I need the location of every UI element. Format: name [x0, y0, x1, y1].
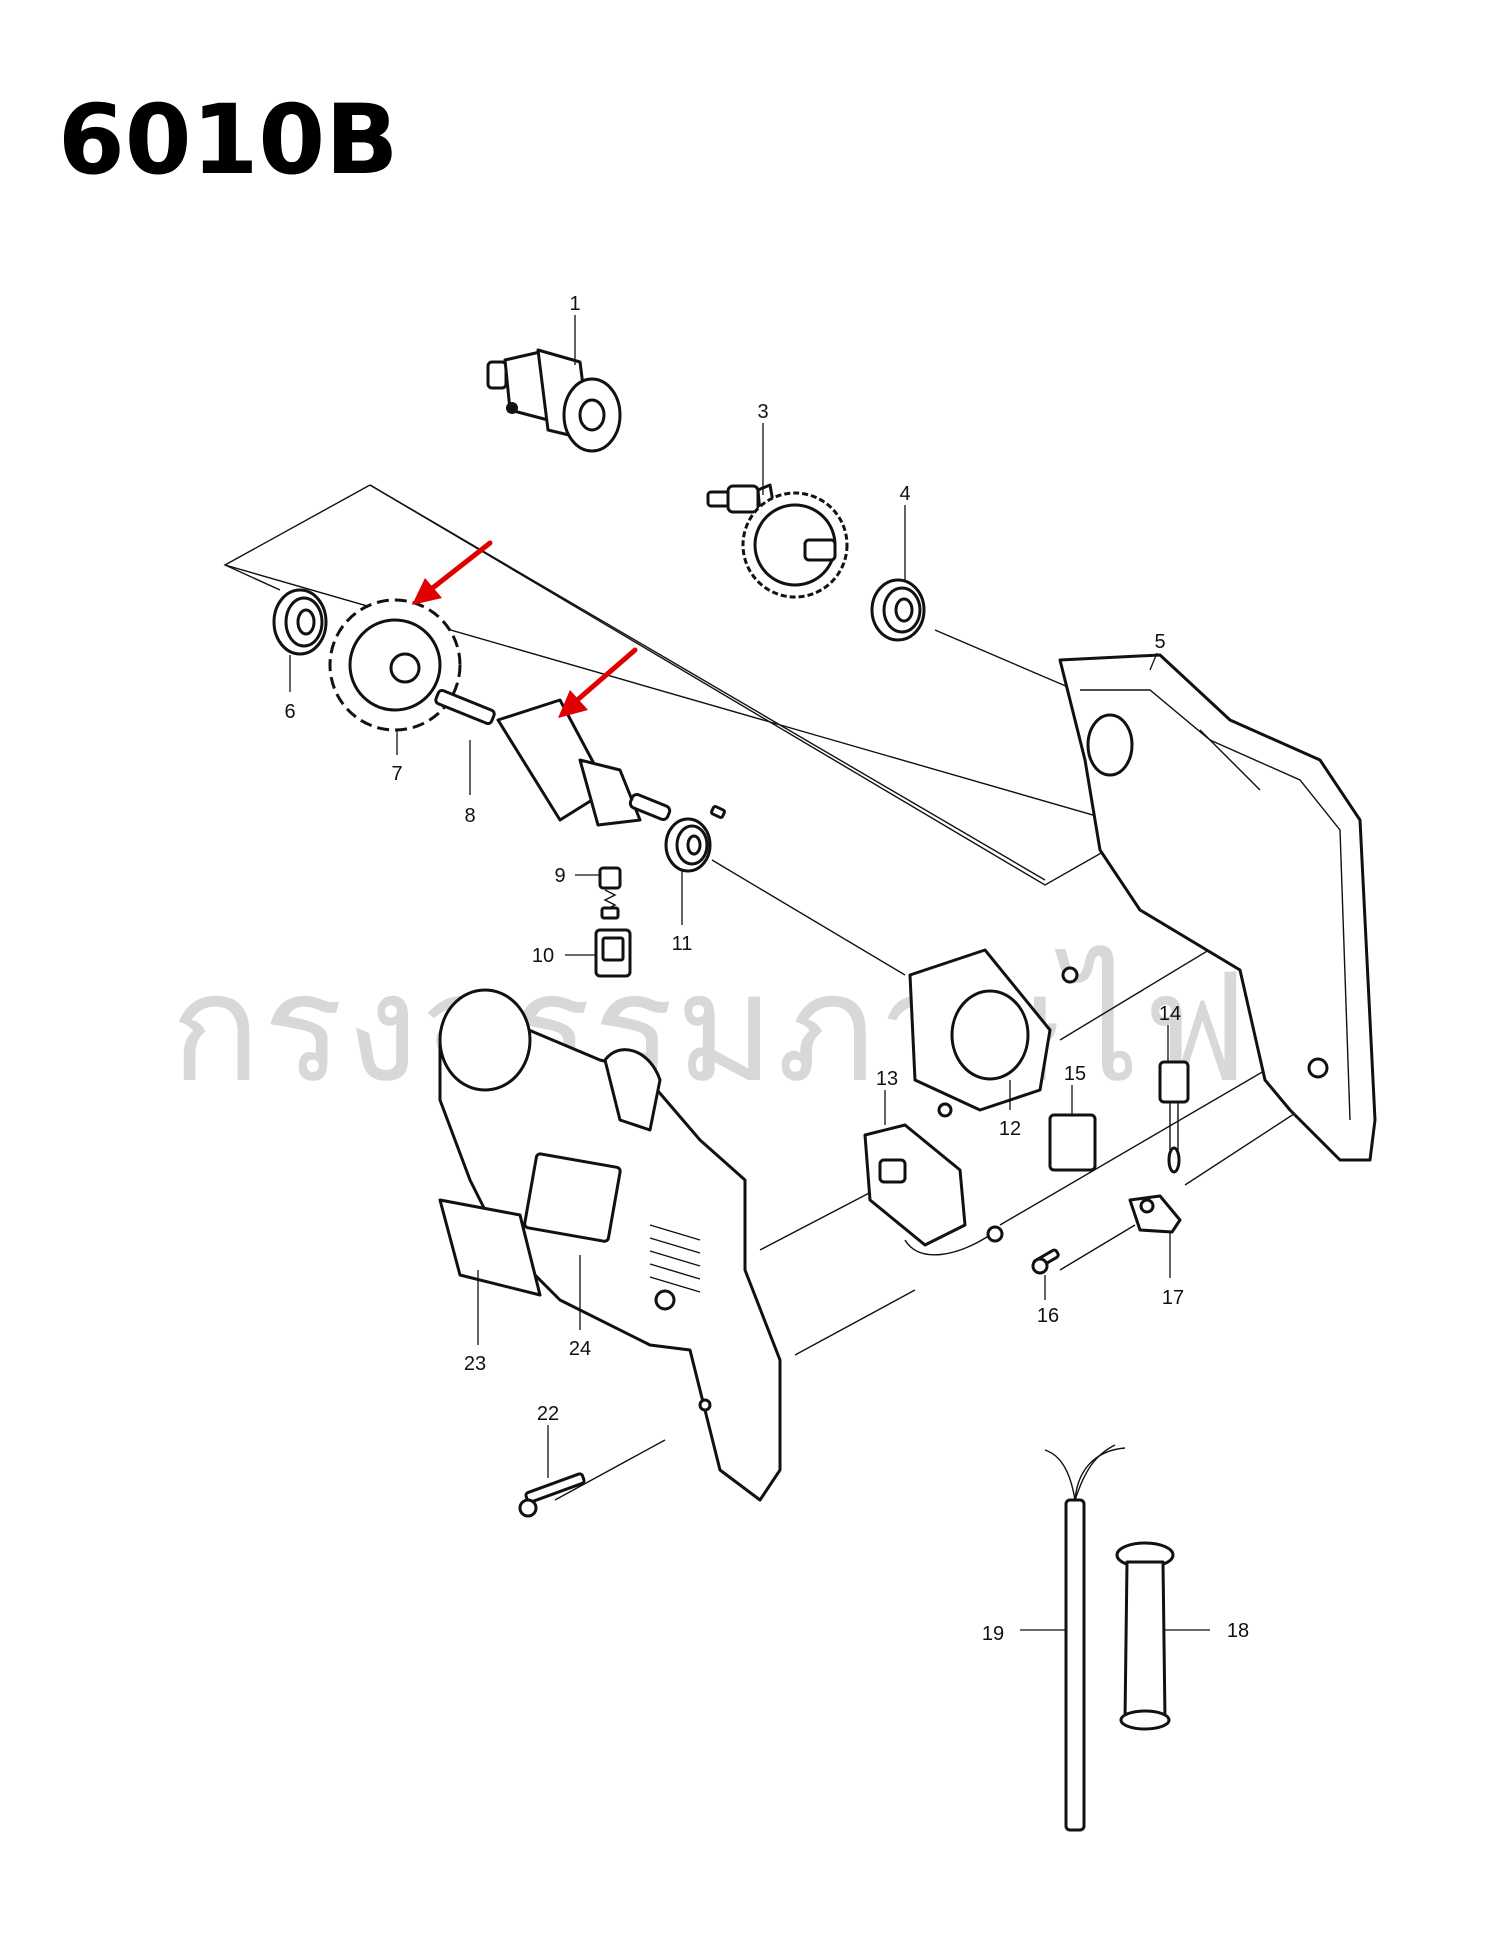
- highlight-arrow-armature: [558, 647, 638, 718]
- insulation-block: [1048, 1113, 1097, 1172]
- cord-guard: [1115, 1541, 1175, 1731]
- ball-bearing-6: [272, 588, 328, 656]
- part-label-18: 18: [1227, 1620, 1249, 1642]
- field-coil: [908, 948, 1079, 1118]
- nameplate: [438, 1198, 542, 1297]
- power-cord: [1044, 1444, 1126, 1832]
- leader-lines: [289, 315, 1210, 1631]
- part-label-1: 1: [569, 293, 580, 315]
- drill-chuck: [486, 348, 622, 453]
- part-label-8: 8: [464, 805, 475, 827]
- housing-set: [438, 988, 782, 1502]
- part-label-4: 4: [899, 483, 910, 505]
- part-label-23: 23: [464, 1353, 486, 1375]
- switch: [863, 1123, 1004, 1256]
- part-label-22: 22: [537, 1403, 559, 1425]
- long-screw: [518, 1472, 586, 1518]
- ball-bearing-11: [664, 804, 726, 873]
- part-label-16: 16: [1037, 1305, 1059, 1327]
- ball-bearing-4: [870, 578, 926, 642]
- part-label-7: 7: [391, 763, 402, 785]
- part-label-9: 9: [554, 865, 565, 887]
- part-label-11: 11: [672, 933, 693, 955]
- carbon-brush: [598, 866, 622, 920]
- part-label-14: 14: [1159, 1003, 1181, 1025]
- screw-16: [1031, 1248, 1060, 1275]
- part-label-15: 15: [1064, 1063, 1086, 1085]
- fan: [328, 598, 462, 732]
- part-label-19: 19: [982, 1623, 1004, 1645]
- part-label-6: 6: [284, 701, 295, 723]
- capacitor: [1158, 1060, 1190, 1174]
- part-label-17: 17: [1162, 1287, 1184, 1309]
- model-title: 6010B: [58, 84, 399, 196]
- strain-relief: [1128, 1194, 1182, 1234]
- housing-half: [1058, 653, 1377, 1162]
- part-label-5: 5: [1154, 631, 1165, 653]
- part-label-12: 12: [999, 1118, 1021, 1140]
- highlight-arrow-fan: [412, 540, 493, 605]
- part-label-24: 24: [569, 1338, 591, 1360]
- armature: [434, 688, 672, 827]
- part-labels: 1 3 4 5 6 7 8 9 10 11 12 13 14 15 16 17 …: [284, 293, 1249, 1645]
- part-label-10: 10: [532, 945, 554, 967]
- part-label-3: 3: [757, 401, 768, 423]
- part-label-13: 13: [876, 1068, 898, 1090]
- brush-holder: [594, 928, 632, 978]
- gear-spindle: [706, 483, 849, 599]
